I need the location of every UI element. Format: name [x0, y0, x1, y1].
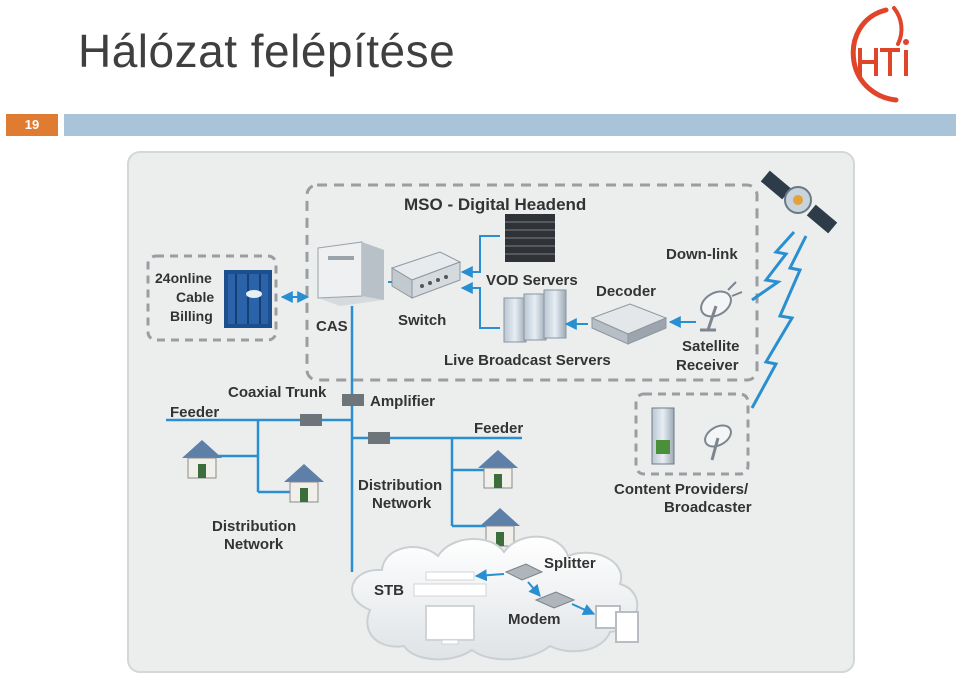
slide-number: 19: [6, 114, 58, 136]
tv-icon: [425, 605, 475, 645]
decoder-label: Decoder: [596, 283, 656, 300]
decoder-icon: [590, 303, 668, 345]
amplifier-label: Amplifier: [370, 393, 435, 410]
satellite-dish-icon: [700, 281, 743, 332]
switch-label: Switch: [398, 312, 446, 329]
billing-boundary: [146, 254, 278, 342]
dist-network-left-line2: Network: [224, 536, 284, 553]
modem-pc-link: [571, 603, 596, 615]
satellite-receiver-line2: Receiver: [676, 357, 739, 374]
home-network-cloud: [351, 535, 639, 661]
satellite-receiver-line1: Satellite: [682, 338, 740, 355]
switch-icon: [390, 251, 462, 299]
amplifier-icon-left: [300, 414, 322, 426]
diagram-panel: [127, 151, 855, 673]
content-server-icon: [651, 407, 675, 465]
cas-server-icon: [317, 241, 384, 306]
feeder-right-label: Feeder: [474, 420, 523, 437]
content-providers-boundary: [634, 392, 750, 476]
header-bar: [64, 114, 956, 136]
headend-title: MSO - Digital Headend: [404, 195, 586, 214]
hti-logo: [850, 6, 909, 103]
billing-label-line1: 24online: [155, 270, 212, 286]
content-providers-line1: Content Providers/: [614, 481, 749, 498]
splitter-stb-link: [474, 569, 505, 582]
splitter-modem-link: [527, 581, 541, 597]
modem-label: Modem: [508, 611, 561, 628]
live-broadcast-servers-icon: [503, 289, 567, 343]
feeder-left-label: Feeder: [170, 404, 219, 421]
house-icon: [478, 450, 518, 489]
computer-icon: [595, 605, 639, 643]
uplink-signal: [750, 235, 808, 409]
modem-icon: [534, 591, 576, 609]
amplifier-icon-main: [342, 394, 364, 406]
coaxial-trunk-label: Coaxial Trunk: [228, 384, 327, 401]
house-icon: [480, 508, 520, 547]
slide-title: Hálózat felépítése: [78, 25, 456, 77]
live-broadcast-label: Live Broadcast Servers: [444, 352, 611, 369]
house-icon: [284, 464, 324, 503]
vod-servers-icon: [505, 214, 555, 262]
satellite-icon: [760, 170, 838, 234]
stb-icon: [413, 571, 487, 597]
dist-network-mid-line2: Network: [372, 495, 432, 512]
billing-label-line3: Billing: [170, 308, 213, 324]
splitter-icon: [504, 563, 544, 581]
vod-servers-label: VOD Servers: [486, 272, 578, 289]
amplifier-icon-right: [368, 432, 390, 444]
content-providers-line2: Broadcaster: [664, 499, 752, 516]
downlink-signal: [751, 230, 796, 302]
stb-label: STB: [374, 582, 404, 599]
dist-network-left-line1: Distribution: [212, 518, 296, 535]
dist-network-mid-line1: Distribution: [358, 477, 442, 494]
headend-boundary: [305, 183, 759, 382]
cas-label: CAS: [316, 318, 348, 335]
downlink-label: Down-link: [666, 246, 738, 263]
splitter-label: Splitter: [544, 555, 596, 572]
vod-switch-link: [460, 235, 500, 278]
live-switch-link: [460, 282, 500, 329]
content-dish-icon: [704, 424, 732, 461]
billing-label-line2: Cable: [176, 289, 214, 305]
billing-server-icon: [224, 270, 272, 328]
house-icon: [182, 440, 222, 479]
